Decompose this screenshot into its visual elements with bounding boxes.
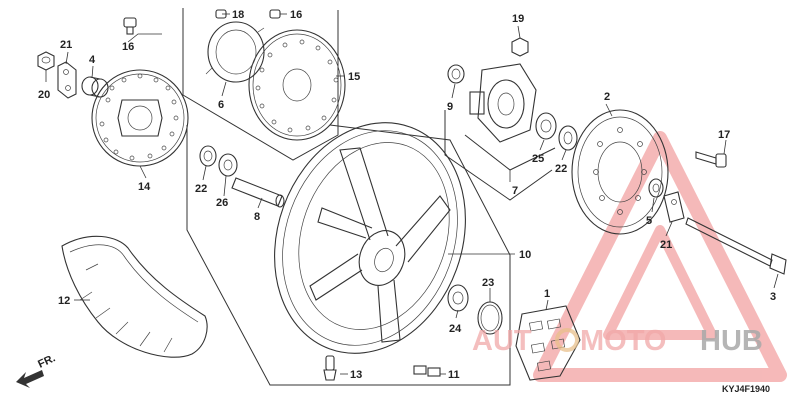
seal-22-right: [558, 125, 578, 151]
callout-4: 4: [89, 54, 96, 66]
watermark-logo: [533, 131, 787, 382]
callout-18: 18: [232, 9, 244, 21]
watermark-part-3: HUB: [700, 325, 763, 357]
callout-2: 2: [604, 91, 610, 103]
callout-14: 14: [138, 181, 151, 193]
rear-wheel: [274, 122, 466, 354]
front-direction-marker: FR.: [16, 352, 57, 388]
callout-13: 13: [350, 369, 362, 381]
callout-26: 26: [216, 197, 228, 209]
bearing-24: [447, 284, 469, 312]
callout-22-right: 22: [555, 163, 567, 175]
callout-20: 20: [38, 89, 50, 101]
arrow-icon: [16, 370, 44, 388]
callout-12: 12: [58, 295, 70, 307]
bolt-16-left: [123, 17, 137, 35]
final-driven-flange: [469, 63, 537, 143]
driven-sprocket: [571, 109, 669, 235]
bolt-17: [695, 151, 727, 168]
callout-8: 8: [254, 211, 260, 223]
callout-19: 19: [512, 13, 524, 25]
brake-disc-right: [248, 29, 346, 141]
collar-9: [447, 64, 465, 84]
callout-15: 15: [348, 71, 360, 83]
leader-lines: [45, 13, 779, 375]
callout-6: 6: [218, 99, 224, 111]
plate-21-left: [57, 61, 77, 99]
callout-10: 10: [519, 249, 531, 261]
callout-11: 11: [448, 369, 460, 381]
bearing-25: [535, 112, 557, 140]
nut-19: [511, 37, 529, 57]
nut-20: [37, 51, 55, 71]
brake-disc-left: [91, 69, 189, 167]
balance-weights: [413, 365, 441, 377]
callout-25: 25: [532, 153, 544, 165]
front-label: FR.: [36, 352, 57, 370]
frame-disc-group: [182, 8, 339, 161]
callouts: 1 2 3 4 5 6 7 8 9 10 11 12 13 14 15 16 1…: [38, 9, 776, 381]
callout-21-left: 21: [60, 39, 72, 51]
bearing-26: [218, 153, 238, 177]
tire-section: [61, 235, 208, 358]
diagram-code: KYJ4F1940: [722, 384, 770, 394]
plate-21-right: [663, 191, 685, 223]
rear-axle: [685, 217, 787, 275]
callout-5: 5: [646, 215, 652, 227]
bolt-16-right: [269, 9, 281, 19]
callout-3: 3: [770, 291, 776, 303]
collar-5: [648, 178, 664, 198]
watermark-o-mark: [555, 328, 579, 352]
watermark-part-1: AUT: [472, 325, 532, 357]
callout-24: 24: [449, 323, 462, 335]
bearing-22-left: [199, 145, 217, 167]
callout-17: 17: [718, 129, 730, 141]
frame-wheel-group: [186, 124, 511, 386]
callout-1: 1: [544, 288, 550, 300]
distance-collar-8: [231, 177, 285, 208]
watermark-part-2: MOTO: [580, 325, 666, 357]
callout-16-left: 16: [122, 41, 134, 53]
callout-22-left: 22: [195, 183, 207, 195]
callout-16-right: 16: [290, 9, 302, 21]
valve-13: [323, 355, 337, 381]
callout-23: 23: [482, 277, 494, 289]
collar-4: [81, 76, 109, 98]
callout-21-right: 21: [660, 239, 672, 251]
pulser-ring: [205, 21, 265, 83]
watermark-text: AUT MOTO HUB: [472, 325, 763, 357]
callout-7: 7: [512, 185, 518, 197]
callout-9: 9: [447, 101, 453, 113]
